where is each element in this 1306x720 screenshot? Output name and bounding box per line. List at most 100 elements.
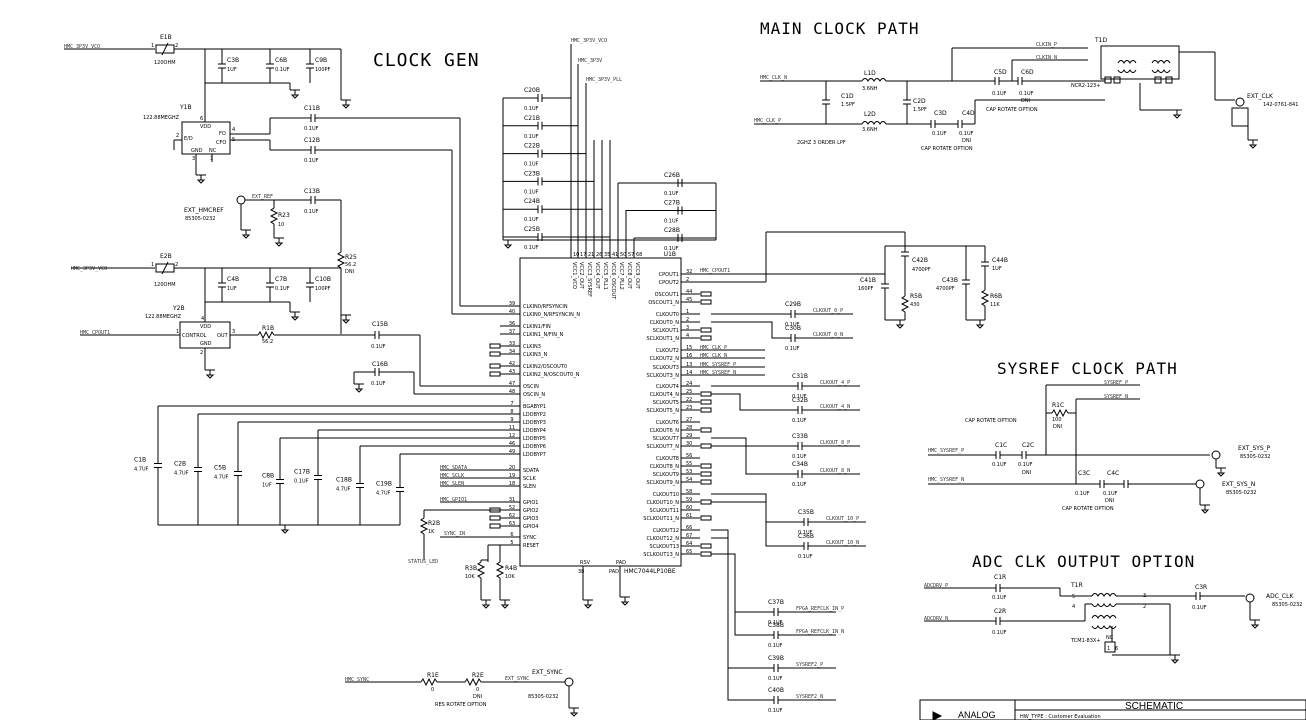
offpage-marker: [700, 335, 712, 341]
offpage-marker: [489, 363, 501, 369]
chip-pin-ldobyp7: LDOBYP7: [523, 452, 546, 458]
c13b-ref: C13B: [304, 188, 320, 195]
clkin-p-net: CLKIN_P: [1036, 42, 1057, 48]
r2b-ref: R2B: [428, 520, 440, 527]
chip-pin-num-68: 68: [636, 252, 642, 258]
chip-pin-num-34: 34: [509, 349, 515, 355]
chip-pin-clkout6: CLKOUT6: [656, 420, 679, 426]
c15b-ref: C15B: [372, 321, 388, 328]
c2c-ref: C2C: [1022, 442, 1034, 449]
chip-pin-clkout8-n: CLKOUT8_N: [650, 464, 680, 470]
c41b-val: 160PF: [858, 286, 874, 292]
chip-pin-pad-num: PAD: [609, 569, 619, 575]
loop-cpout-net: HMC_CPOUT1: [700, 268, 730, 274]
chip-pin-num-28: 28: [686, 425, 692, 431]
y2b-freq: 122.88MEGHZ: [145, 314, 182, 320]
c1c-val: 0.1UF: [992, 462, 1007, 468]
c1c-ref: C1C: [995, 442, 1007, 449]
net-label-vco: HMC_3P3V_VCO: [571, 38, 607, 44]
net-sdata: HMC_SDATA: [440, 465, 467, 471]
chip-pin-num-2: 2: [686, 317, 689, 323]
t1d-ref: T1D: [1094, 37, 1107, 44]
output-net-label: FPGA_REFCLK_IN_P: [796, 606, 844, 612]
adcdrv-n-net: ADCDRV_N: [924, 616, 948, 622]
chip-top-pins: 10VCC1_VCO17VCC2_OUT21VCC3_SYSREF26VCC4_…: [570, 252, 642, 300]
cap-val: 0.1UF: [304, 126, 319, 132]
cap-note-main-2: CAP ROTATE OPTION: [986, 107, 1038, 113]
cap-val: 0.1UF: [792, 418, 807, 424]
r23-val: 10: [278, 222, 284, 228]
chip-pin-sclkout3-n: SCLKOUT3_N: [646, 373, 679, 379]
cap-ref: C8B: [262, 473, 274, 480]
chip-pin-rsv: RSV: [580, 560, 591, 566]
chip-pin-num-60: 60: [686, 505, 692, 511]
oscillator-y1b: [181, 121, 231, 155]
bead2-pin2: 2: [175, 262, 178, 268]
chip-pin-sclkout1: SCLKOUT1: [653, 328, 679, 334]
cap-val: 0.1UF: [524, 189, 539, 195]
cap-val: 0.1UF: [785, 322, 800, 328]
cap-val: 4.7UF: [214, 475, 229, 481]
offpage-marker: [700, 551, 712, 557]
chip-pin-sclkout3: SCLKOUT3: [653, 365, 679, 371]
chip-pin-num-25: 25: [686, 389, 692, 395]
chip-pin-num-39: 39: [509, 301, 515, 307]
ext-hmcref-block: EXT_HMCREF 85305-0232 EXT_REF R23 10 C13…: [184, 188, 357, 334]
offpage-marker: [700, 479, 712, 485]
cap-ref: C22B: [524, 143, 540, 150]
offpage-marker: [700, 399, 712, 405]
offpage-marker: [700, 443, 712, 449]
chip-pin-clkout12: CLKOUT12: [653, 528, 679, 534]
cap-ref: C39B: [768, 655, 784, 662]
ext-clk-part: 142-0761-841: [1263, 102, 1298, 108]
chip-pin-clkout0: CLKOUT0: [656, 312, 679, 318]
ext-sys-p-name: EXT_SYS_P: [1238, 445, 1271, 452]
title-logo: ANALOG: [958, 710, 996, 720]
chip-pin-num-33: 33: [509, 341, 515, 347]
l2d-val: 3.6NH: [862, 127, 878, 133]
chip-pin-clkin0-n-rfsyncin-n: CLKIN0_N/RFSYNCIN_N: [523, 312, 580, 318]
hmc-sync-net: HMC_SYNC: [345, 677, 369, 683]
offpage-marker: [489, 523, 501, 529]
cap-val: 0.1UF: [524, 162, 539, 168]
r1b-val: 56.2: [262, 339, 273, 345]
y2b-out: OUT: [217, 333, 229, 339]
y1b-nc: NC: [209, 148, 217, 154]
sysref-in-n: HMC_SYSREF_N: [928, 477, 964, 483]
output-net-label: SYSREF2_N: [796, 694, 823, 700]
chip-pin-gpio4: GPIO4: [523, 524, 538, 530]
cap-ref: C17B: [294, 469, 310, 476]
y2b-vdd-num: 4: [201, 316, 204, 322]
c44b-ref: C44B: [992, 257, 1008, 264]
adc-clk-connector: [1245, 593, 1255, 603]
chip-pin-oscin-n: OSCIN_N: [523, 392, 545, 398]
chip-pin-num-10: 10: [573, 252, 579, 258]
r6b-ref: R6B: [990, 293, 1002, 300]
chip-pin-num-13: 13: [686, 362, 692, 368]
cap-ref: C19B: [376, 481, 392, 488]
output-net-label: SYSREF2_P: [796, 662, 823, 668]
c41b-ref: C41B: [860, 277, 876, 284]
offpage-marker: [489, 515, 501, 521]
chip-pin-num-7: 7: [510, 401, 513, 407]
ext-sync-note: RES ROTATE OPTION: [435, 702, 487, 708]
c2d-ref: C2D: [913, 98, 926, 105]
net-sclk: HMC_SCLK: [440, 473, 464, 479]
c4c-ref: C4C: [1107, 470, 1119, 477]
chip-pin-num-56: 56: [686, 453, 692, 459]
chip-pin-vcc8-out: VCC8_OUT: [626, 262, 632, 290]
cap-ref: C38B: [768, 622, 784, 629]
l1d-val: 3.6NH: [862, 86, 878, 92]
chip-pin-ldobyp5: LDOBYP5: [523, 436, 546, 442]
c1r-ref: C1R: [994, 574, 1006, 581]
net-label-osc2-supply: HMC_3P3V_VCO: [71, 266, 107, 272]
chip-pin-num-35: 35: [604, 252, 610, 258]
chip-pin-num-21: 21: [588, 252, 594, 258]
cap-ref: C30B: [785, 325, 801, 332]
